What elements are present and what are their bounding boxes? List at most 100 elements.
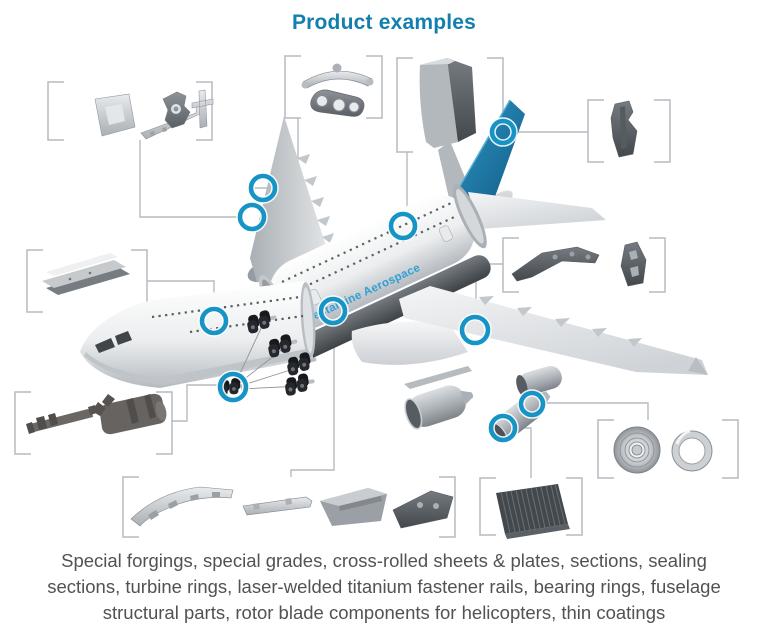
truss-forging (620, 241, 647, 287)
corrugation-ridges (500, 483, 566, 534)
wheel-bogie-4 (283, 372, 317, 397)
engine-nacelle-left (404, 385, 474, 430)
sheet-right-face (447, 58, 476, 142)
caption: Special forgings, special grades, cross-… (0, 548, 768, 626)
rail-lugs (148, 492, 220, 520)
rail-base (46, 267, 130, 295)
disc-bore (631, 444, 643, 456)
fuselage-barrel (268, 194, 476, 330)
box-extrusion-top (320, 488, 387, 506)
landing-gear (218, 308, 319, 397)
linkage-hole-1 (316, 95, 328, 107)
rail-mid (42, 260, 126, 288)
nacelle-body (408, 385, 466, 427)
corrugated-sheet (496, 484, 568, 534)
caption-line-2: sections, turbine rings, laser-welded ti… (47, 576, 721, 597)
rail-ridge (46, 253, 118, 276)
engine-nacelle-right (516, 365, 562, 397)
core-body (493, 395, 544, 440)
wing-bracket-forging (511, 246, 600, 282)
marker-left-wing-lower (237, 202, 267, 232)
right-wing-surface (399, 286, 708, 375)
nose-cut-bore (302, 287, 314, 353)
sheet-top-flange (420, 58, 455, 65)
hinge-pin (173, 106, 179, 112)
frame-top-center (284, 55, 383, 119)
page-title: Product examples (291, 11, 477, 34)
left-wing (247, 116, 336, 288)
sheet-left-face (419, 58, 458, 148)
engine-pylon (404, 366, 472, 389)
nacelle2-intake (516, 375, 528, 397)
marker-left-wing-upper (248, 173, 278, 203)
frame-top-left (47, 81, 213, 141)
frame-bottom-center (122, 476, 456, 538)
right-wing-fairings (479, 296, 642, 347)
bracket-hole-3 (585, 254, 591, 260)
bearing-ring-highlight (675, 429, 691, 445)
rotor-shaft-1-collars (26, 413, 58, 434)
connector-bottom-center (290, 325, 335, 477)
fastener-rail-notches (253, 498, 292, 510)
machined-hole-1 (417, 502, 423, 508)
marker-right-wing (459, 314, 491, 346)
marker-tail-fin (489, 118, 517, 146)
part-group-disc-and-ring (613, 426, 713, 474)
nose-window-row-upper (151, 295, 301, 319)
frame-top-right (587, 99, 671, 163)
part-group-fuselage-structural (130, 486, 454, 529)
machined-frame-part (392, 490, 454, 529)
bracket-hole-1 (552, 254, 558, 260)
markers (199, 118, 546, 443)
part-group-rotor-components (26, 393, 167, 435)
nacelle-lip (404, 398, 423, 430)
curved-link-knob (332, 63, 342, 73)
belly-fairing-shell (351, 321, 468, 365)
connector-top-left (139, 140, 238, 218)
cockpit-windows (95, 331, 132, 353)
part-group-wing-brackets (511, 241, 647, 287)
marker-nose (199, 306, 229, 336)
linkage-hole-3 (348, 101, 360, 113)
airplane: voestalpine Aerospace (80, 99, 708, 444)
nose-section (80, 281, 316, 388)
upper-window-row (281, 201, 453, 283)
vertical-fin (452, 100, 525, 216)
box-extrusion-rib (339, 496, 382, 511)
cross-forging (191, 89, 214, 129)
bearing-ring-bore (678, 437, 706, 465)
rotor-shaft-2-collars (126, 394, 156, 424)
lower-window-row (291, 214, 457, 294)
disc-groove-1 (619, 432, 655, 468)
part-sealing-section (496, 483, 570, 539)
frame-mid-right (502, 237, 666, 293)
fin-leading-edge (451, 99, 511, 201)
rail-rivet-2 (88, 271, 92, 275)
right-wing (399, 286, 708, 375)
left-wing-fairings (297, 154, 334, 243)
rail-teeth (150, 122, 179, 136)
bracket-hole-2 (569, 251, 575, 257)
rotor-shaft-2-cap (155, 401, 167, 421)
rotor-shaft-2-hub (92, 394, 115, 416)
marker-belly-fairing (318, 296, 348, 326)
corrugated-flange (505, 524, 570, 539)
caption-line-1: Special forgings, special grades, cross-… (61, 550, 707, 571)
marker-engine-upper (518, 390, 546, 418)
gear-link-lines (235, 323, 304, 390)
door-rear (438, 225, 453, 242)
marker-landing-gear (217, 371, 249, 403)
left-wing-surface (250, 116, 336, 288)
plate-forging-hole (105, 104, 125, 125)
wing-tip (688, 357, 708, 375)
part-group-small-forgings (94, 89, 214, 140)
caption-line-3: structural parts, rotor blade components… (102, 602, 666, 623)
cargo-deck (297, 255, 491, 359)
truss-holes (629, 250, 639, 277)
curved-link-end-right (366, 78, 374, 86)
part-formed-sheet (419, 58, 476, 148)
curved-link-forging (302, 70, 373, 89)
frame-rings (597, 419, 739, 479)
